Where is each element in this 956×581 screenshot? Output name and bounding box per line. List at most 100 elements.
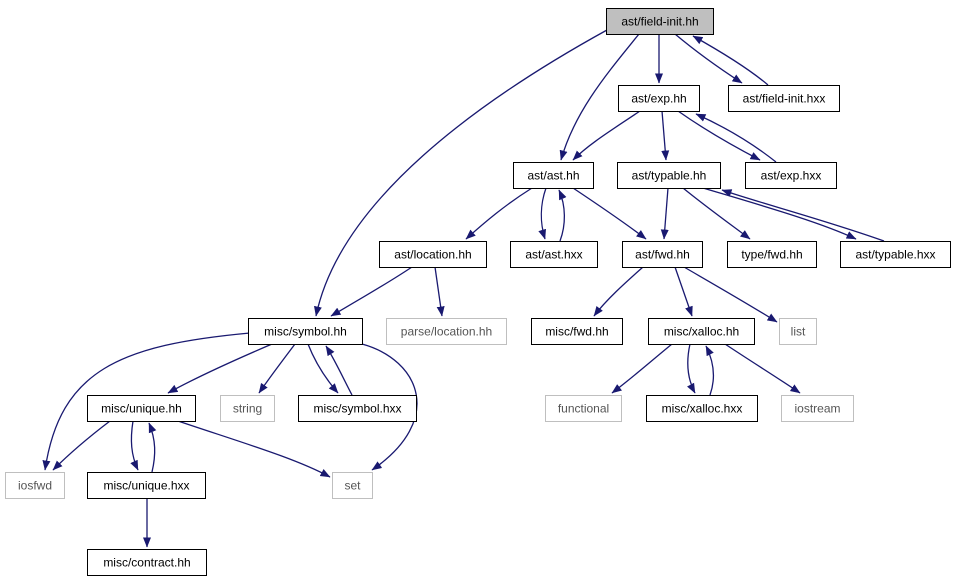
node-label: ast/field-init.hxx xyxy=(743,92,826,106)
edge-unique-hh-to-set xyxy=(177,420,331,478)
edge-symbol-hxx-to-symbol-hh xyxy=(325,345,353,396)
node-ast-hh[interactable]: ast/ast.hh xyxy=(513,162,594,189)
node-typable-hxx[interactable]: ast/typable.hxx xyxy=(840,241,951,268)
edge-typable-hh-to-typable-hxx xyxy=(702,187,857,240)
edge-xalloc-hh-to-iostream xyxy=(724,343,801,394)
node-iosfwd: iosfwd xyxy=(5,472,65,499)
node-symbol-hh[interactable]: misc/symbol.hh xyxy=(248,318,363,345)
node-parse-location: parse/location.hh xyxy=(386,318,507,345)
node-box xyxy=(646,395,758,422)
node-label: ast/fwd.hh xyxy=(635,248,690,262)
node-iostream: iostream xyxy=(781,395,854,422)
node-box xyxy=(606,8,714,35)
node-box xyxy=(513,162,594,189)
edge-symbol-hh-to-string xyxy=(258,343,296,394)
node-fwd-hh[interactable]: ast/fwd.hh xyxy=(622,241,703,268)
node-label: ast/typable.hh xyxy=(632,169,707,183)
node-exp-hxx[interactable]: ast/exp.hxx xyxy=(745,162,837,189)
edges xyxy=(42,29,885,548)
node-box xyxy=(531,318,623,345)
node-box xyxy=(728,85,840,112)
node-label: ast/exp.hh xyxy=(631,92,686,106)
node-box xyxy=(779,318,817,345)
node-label: ast/field-init.hh xyxy=(621,15,698,29)
edge-exp-hxx-to-exp-hh xyxy=(695,113,777,163)
node-label: misc/contract.hh xyxy=(103,556,190,570)
node-set: set xyxy=(332,472,373,499)
node-unique-hxx[interactable]: misc/unique.hxx xyxy=(87,472,206,499)
node-box xyxy=(545,395,622,422)
node-box xyxy=(87,549,207,576)
edge-xalloc-hxx-to-xalloc-hh xyxy=(705,345,715,396)
edge-fwd-hh-to-misc-fwd-hh xyxy=(593,266,644,317)
node-field-init-hxx[interactable]: ast/field-init.hxx xyxy=(728,85,840,112)
node-ast-hxx[interactable]: ast/ast.hxx xyxy=(510,241,598,268)
edge-typable-hh-to-fwd-hh xyxy=(660,187,669,240)
node-unique-hh[interactable]: misc/unique.hh xyxy=(87,395,196,422)
edge-ast-hh-to-ast-hxx xyxy=(538,187,547,240)
edge-typable-hh-to-type-fwd-hh xyxy=(682,187,751,240)
node-label: misc/xalloc.hxx xyxy=(662,402,743,416)
node-typable-hh[interactable]: ast/typable.hh xyxy=(617,162,721,189)
node-box xyxy=(745,162,837,189)
edge-typable-hxx-to-typable-hh xyxy=(721,189,885,242)
node-label: iostream xyxy=(794,402,840,416)
edge-location-hh-to-parse-location xyxy=(434,266,445,317)
node-label: functional xyxy=(558,402,609,416)
edge-unique-hh-to-iosfwd xyxy=(52,420,111,471)
node-box xyxy=(781,395,854,422)
node-box xyxy=(840,241,951,268)
edge-ast-hh-to-location-hh xyxy=(465,187,533,240)
node-box xyxy=(248,318,363,345)
node-type-fwd-hh[interactable]: type/fwd.hh xyxy=(727,241,817,268)
node-label: iosfwd xyxy=(18,479,52,493)
node-box xyxy=(332,472,373,499)
node-exp-hh[interactable]: ast/exp.hh xyxy=(618,85,700,112)
node-box xyxy=(87,472,206,499)
edge-field-init-hh-to-ast-hh xyxy=(559,33,640,161)
node-box xyxy=(617,162,721,189)
node-label: misc/unique.hxx xyxy=(103,479,189,493)
node-label: ast/exp.hxx xyxy=(761,169,822,183)
edge-field-init-hxx-to-field-init-hh xyxy=(692,35,769,86)
node-label: set xyxy=(344,479,361,493)
node-box xyxy=(5,472,65,499)
node-box xyxy=(622,241,703,268)
node-xalloc-hh[interactable]: misc/xalloc.hh xyxy=(648,318,755,345)
edge-fwd-hh-to-xalloc-hh xyxy=(674,266,693,317)
node-label: type/fwd.hh xyxy=(741,248,802,262)
node-box xyxy=(386,318,507,345)
node-label: parse/location.hh xyxy=(401,325,492,339)
edge-location-hh-to-symbol-hh xyxy=(330,266,413,317)
edge-ast-hxx-to-ast-hh xyxy=(558,189,567,242)
node-box xyxy=(618,85,700,112)
node-contract-hh[interactable]: misc/contract.hh xyxy=(87,549,207,576)
edge-unique-hxx-to-unique-hh xyxy=(148,422,157,473)
node-box xyxy=(648,318,755,345)
edge-symbol-hh-to-set xyxy=(361,343,418,471)
node-list: list xyxy=(779,318,817,345)
node-label: misc/fwd.hh xyxy=(545,325,608,339)
node-xalloc-hxx[interactable]: misc/xalloc.hxx xyxy=(646,395,758,422)
edge-fwd-hh-to-list xyxy=(683,266,778,323)
edge-exp-hh-to-exp-hxx xyxy=(677,110,761,161)
node-label: string xyxy=(233,402,262,416)
edge-xalloc-hh-to-xalloc-hxx xyxy=(687,343,696,394)
node-symbol-hxx[interactable]: misc/symbol.hxx xyxy=(298,395,417,422)
node-label: ast/location.hh xyxy=(394,248,471,262)
node-location-hh[interactable]: ast/location.hh xyxy=(379,241,487,268)
node-label: list xyxy=(791,325,806,339)
edge-unique-hh-to-unique-hxx xyxy=(130,420,139,471)
node-label: misc/symbol.hh xyxy=(264,325,347,339)
edge-exp-hh-to-typable-hh xyxy=(661,110,670,161)
node-label: ast/ast.hxx xyxy=(525,248,582,262)
node-box xyxy=(87,395,196,422)
edge-symbol-hh-to-unique-hh xyxy=(167,343,273,394)
node-field-init-hh[interactable]: ast/field-init.hh xyxy=(606,8,714,35)
node-box xyxy=(379,241,487,268)
node-functional: functional xyxy=(545,395,622,422)
node-misc-fwd-hh[interactable]: misc/fwd.hh xyxy=(531,318,623,345)
edge-ast-hh-to-fwd-hh xyxy=(572,187,647,240)
edge-symbol-hh-to-iosfwd xyxy=(42,332,251,471)
